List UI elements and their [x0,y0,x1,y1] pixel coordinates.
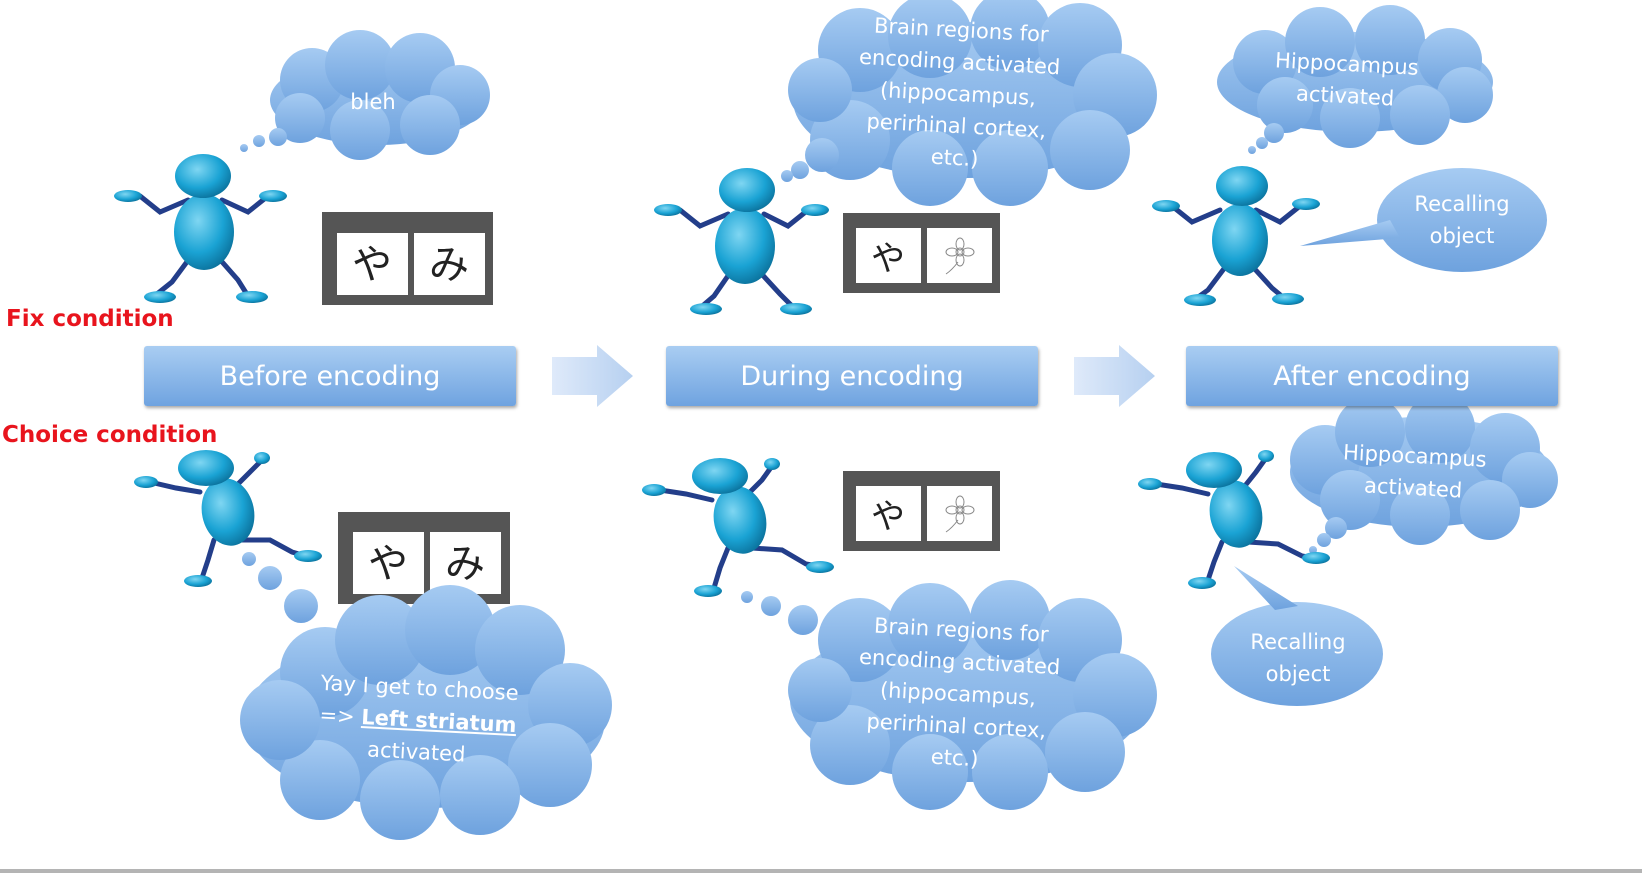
speech-line: Recalling [1414,192,1510,216]
stage-after-encoding: After encoding [1186,346,1558,406]
fix-before-card [322,212,493,305]
fix-after-cloud [1217,5,1493,154]
stage-during-label: During encoding [740,360,964,392]
fix-after-figure [1152,166,1320,306]
fix-after-thought: Hippocampus activated [1264,44,1427,116]
fix-before-cloud [240,30,490,160]
fix-before-thought: bleh [313,86,433,118]
choice-before-card [338,512,510,604]
stage-before-encoding: Before encoding [144,346,516,406]
fix-during-cloud [781,0,1157,206]
speech-line: object [1265,662,1331,686]
fix-during-figure [654,168,829,315]
choice-before-figure [134,450,322,587]
fix-during-card [843,213,1000,293]
flower-icon [945,495,975,533]
stage-during-encoding: During encoding [666,346,1038,406]
fix-during-thought: Brain regions for encoding activated (hi… [834,8,1082,180]
footer-divider [0,869,1642,873]
speech-line: Recalling [1250,630,1346,654]
choice-after-figure [1138,450,1330,589]
thought-prefix: => [318,702,363,730]
kana-left: や [871,239,905,279]
flower-icon [945,237,975,275]
fix-after-speech-bubble [1300,168,1547,272]
choice-during-thought: Brain regions for encoding activated (hi… [834,608,1082,780]
kana-right: み [429,242,469,288]
stage-after-label: After encoding [1273,360,1471,392]
choice-after-cloud [1290,393,1558,554]
choice-before-cloud [240,552,612,840]
choice-during-cloud [741,580,1157,810]
choice-after-speech: Recalling object [1238,626,1358,690]
stage-before-label: Before encoding [219,360,441,392]
choice-after-speech-bubble [1211,566,1383,706]
kana-left: や [368,541,408,587]
thought-line: bleh [350,90,396,114]
choice-before-thought: Yay I get to choose => Left striatum act… [296,666,541,774]
fix-before-figure [114,154,287,303]
speech-line: object [1429,224,1495,248]
choice-after-thought: Hippocampus activated [1332,436,1495,508]
kana-right: み [445,541,485,587]
kana-left: や [352,242,392,288]
arrow-before-during [552,345,633,407]
left-striatum-highlight: Left striatum [360,705,518,738]
choice-during-figure [642,458,834,597]
fix-condition-label: Fix condition [6,306,174,332]
kana-left: や [871,497,905,537]
choice-during-card [843,471,1000,551]
fix-after-speech: Recalling object [1402,188,1522,252]
arrow-during-after [1074,345,1155,407]
choice-condition-label: Choice condition [2,422,218,448]
